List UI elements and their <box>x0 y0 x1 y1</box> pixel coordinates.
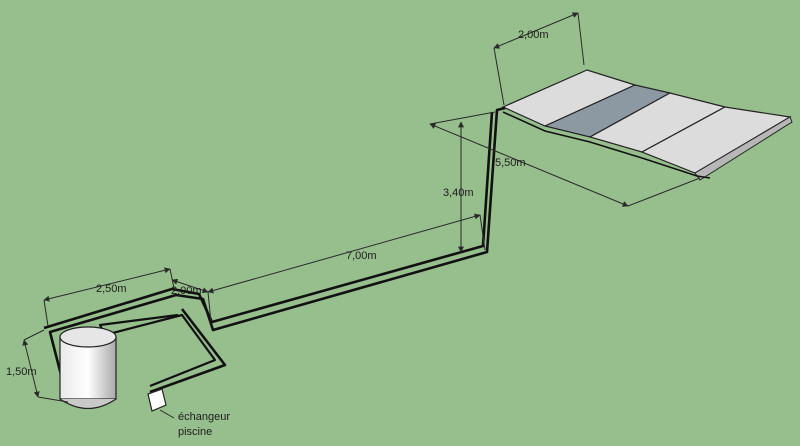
storage-tank <box>59 326 117 410</box>
dim-vertical-run: 3,40m <box>443 187 474 199</box>
pipe-loop <box>149 308 227 394</box>
pipe-loop-inner <box>98 313 217 388</box>
collector-edge <box>694 116 793 181</box>
dim-line-base-short <box>171 278 209 294</box>
dim-collector-width: 2,00m <box>518 29 549 41</box>
exchanger-label-line1: échangeur <box>178 411 230 423</box>
dim-line-collector-length <box>429 123 629 207</box>
solar-collector-array <box>501 69 793 181</box>
dimension-lines <box>22 12 701 419</box>
pipe-outer <box>48 106 506 403</box>
dimension-labels: 2,00m 3,40m 5,50m 7,00m 2,50m 2,00m 1,50… <box>6 29 549 378</box>
pipe-inner <box>43 111 494 330</box>
exchanger-label-line2: piscine <box>178 426 212 438</box>
dim-line-long-run <box>207 213 481 294</box>
dim-base-short: 2,00m <box>171 285 202 297</box>
exchanger-leader <box>159 409 175 419</box>
dim-base-top: 2,50m <box>96 283 127 295</box>
dim-line-base-top <box>43 267 171 302</box>
dim-collector-length: 5,50m <box>495 157 526 169</box>
dim-line-collector-width <box>493 12 579 49</box>
dim-long-run: 7,00m <box>346 250 377 262</box>
exchanger-label: échangeur piscine <box>178 411 230 438</box>
dim-line-base-side <box>22 339 40 398</box>
dim-base-side: 1,50m <box>6 366 37 378</box>
pool-heat-exchanger <box>147 388 167 412</box>
